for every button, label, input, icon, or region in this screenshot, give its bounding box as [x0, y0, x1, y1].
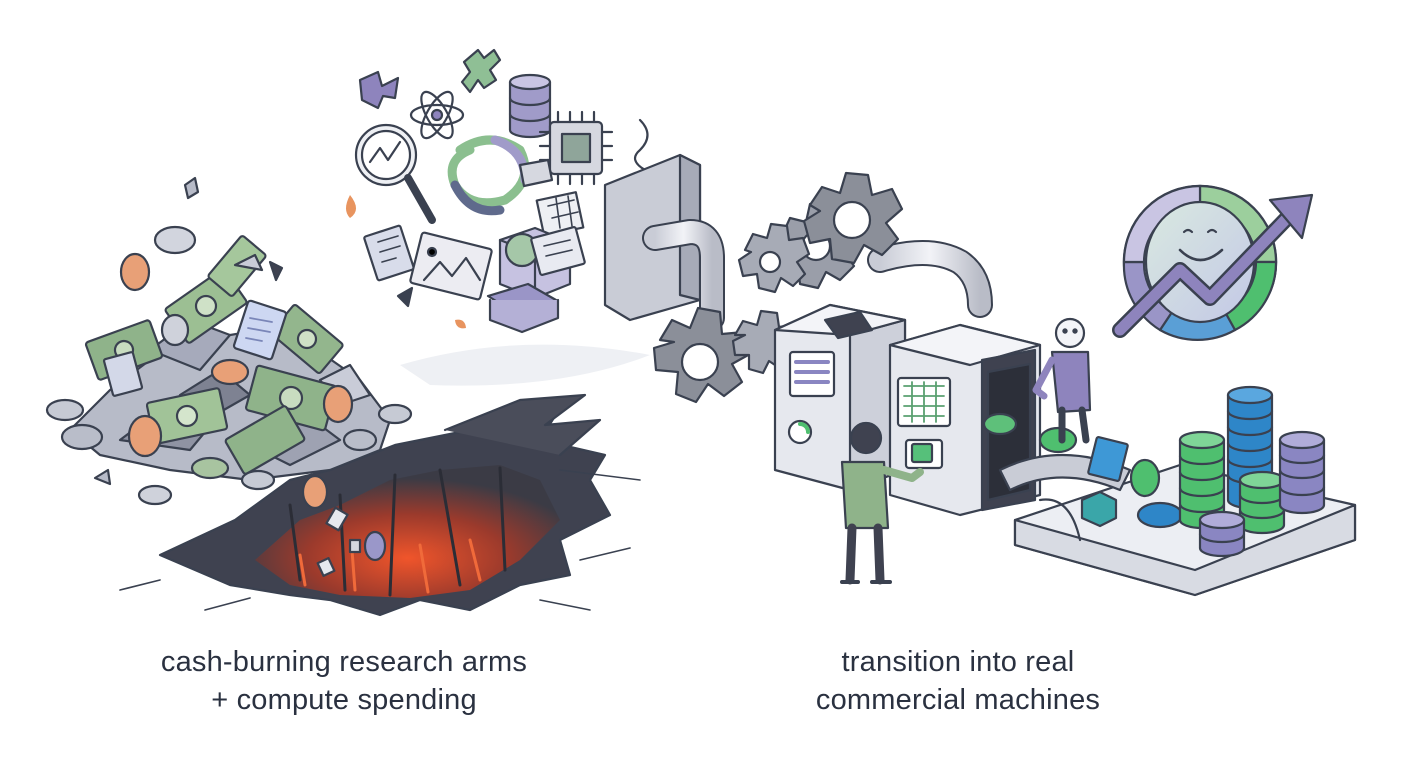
coin-stack-icon [1278, 430, 1326, 515]
puzzle-piece-icon [358, 70, 400, 110]
person-icon [840, 421, 924, 585]
coin-icon [45, 225, 413, 562]
image-icon [409, 231, 493, 301]
document-icon [102, 351, 144, 397]
atom-icon [409, 90, 465, 140]
database-icon [508, 73, 552, 139]
hash-icon [460, 48, 502, 94]
coin-stack-icon [1238, 470, 1286, 535]
trend-arrow-icon [1112, 193, 1314, 338]
person-icon [1032, 317, 1092, 444]
caption-right: transition into real commercial machines [728, 643, 1188, 719]
coin-stack-icon [1198, 510, 1246, 558]
chip-icon [538, 110, 614, 186]
document-icon [363, 224, 415, 282]
gear-icon [737, 222, 811, 294]
gear-icon [652, 306, 752, 404]
cube-icon [486, 226, 572, 334]
document-icon [232, 299, 288, 361]
cube-icon [1080, 490, 1118, 528]
money-bill-icon [145, 387, 229, 445]
document-icon [1087, 436, 1129, 482]
machine-icon [773, 303, 1042, 517]
caption-right-line1: transition into real [841, 646, 1075, 678]
money-bill-icon [270, 304, 344, 374]
caption-left-line2: + compute spending [211, 684, 477, 716]
knot-logo-icon [447, 135, 530, 216]
magnifier-chart-icon [354, 123, 436, 224]
caption-left-line1: cash-burning research arms [160, 646, 528, 678]
pipe-icon [642, 219, 993, 331]
caption-left: cash-burning research arms + compute spe… [84, 643, 604, 719]
money-pile [45, 176, 413, 577]
gear-icon [802, 171, 904, 265]
money-bill-icon [224, 405, 306, 475]
document-icon [530, 226, 586, 276]
coin-icon [982, 412, 1184, 529]
caption-right-line2: commercial machines [815, 684, 1101, 716]
